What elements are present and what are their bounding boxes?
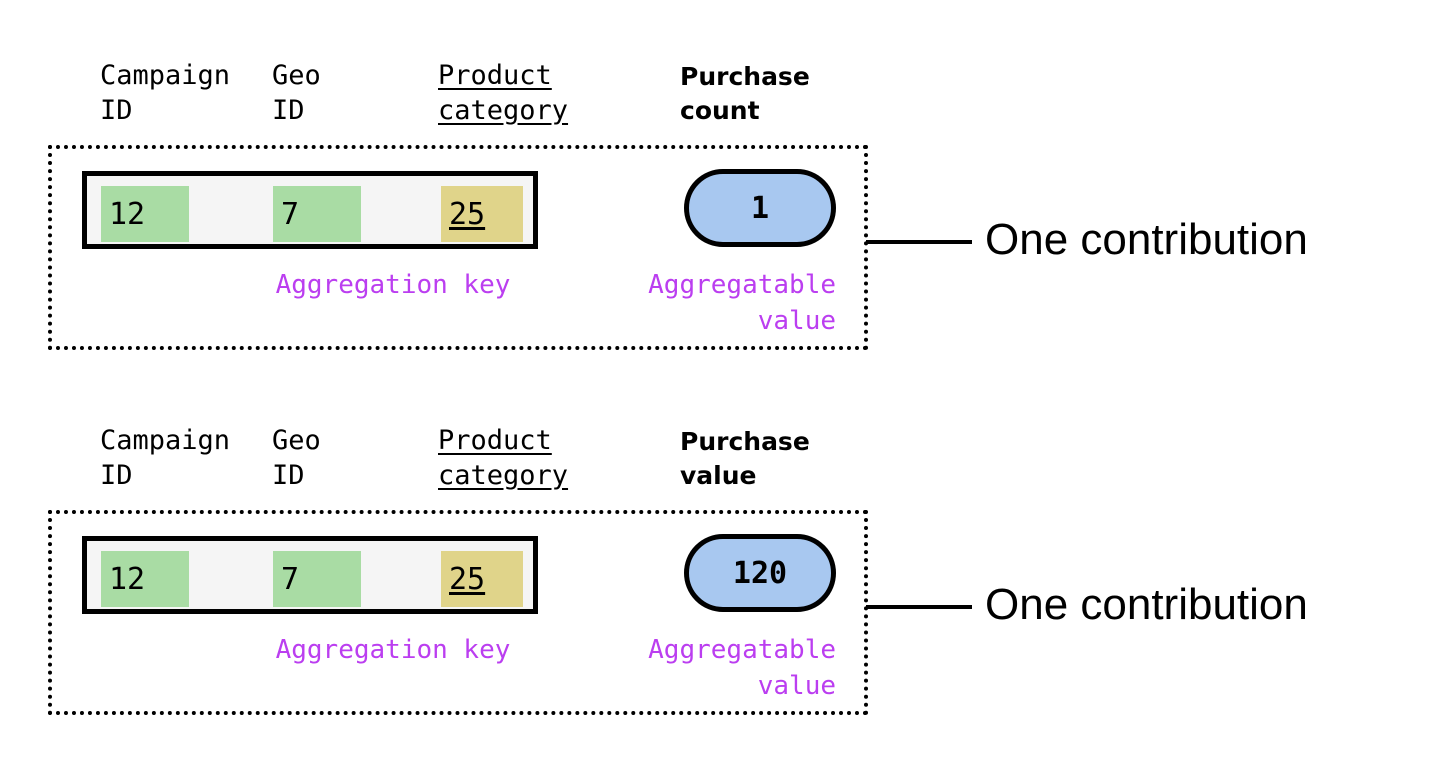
header-geo-id: Geo ID	[272, 60, 321, 126]
key-cell-geo-id: 7	[273, 186, 361, 242]
callout-one-contribution: One contribution	[985, 580, 1308, 629]
key-cell-product-category: 25	[441, 551, 523, 607]
header-campaign-id: Campaign ID	[100, 425, 231, 491]
header-purchase-count: Purchase count	[680, 62, 810, 125]
callout-leader-line	[866, 240, 972, 244]
callout-one-contribution: One contribution	[985, 215, 1308, 264]
header-campaign-id: Campaign ID	[100, 60, 231, 126]
annotation-aggregation-key: Aggregation key	[275, 270, 511, 300]
header-product-category: Product category	[438, 425, 569, 491]
aggregation-key-row: 12 7 25	[82, 171, 538, 249]
key-cell-campaign-id: 12	[101, 551, 189, 607]
annotation-aggregatable-value: Aggregatable value	[648, 635, 836, 701]
contribution-container: 12 7 25 120 Aggregation key Aggregatable…	[48, 510, 868, 715]
callout-leader-line	[866, 605, 972, 609]
contribution-container: 12 7 25 1 Aggregation key Aggregatable v…	[48, 145, 868, 350]
aggregation-key-row: 12 7 25	[82, 536, 538, 614]
annotation-aggregation-key: Aggregation key	[275, 635, 511, 665]
key-cell-campaign-id: 12	[101, 186, 189, 242]
header-purchase-value: Purchase value	[680, 427, 810, 490]
key-cell-geo-id: 7	[273, 551, 361, 607]
header-product-category: Product category	[438, 60, 569, 126]
column-headers: Campaign ID Geo ID Product category Purc…	[0, 58, 1000, 138]
aggregatable-value-pill: 1	[684, 169, 836, 247]
key-cell-product-category: 25	[441, 186, 523, 242]
column-headers: Campaign ID Geo ID Product category Purc…	[0, 423, 1000, 503]
annotation-aggregatable-value: Aggregatable value	[648, 270, 836, 336]
header-geo-id: Geo ID	[272, 425, 321, 491]
aggregatable-value-pill: 120	[684, 534, 836, 612]
